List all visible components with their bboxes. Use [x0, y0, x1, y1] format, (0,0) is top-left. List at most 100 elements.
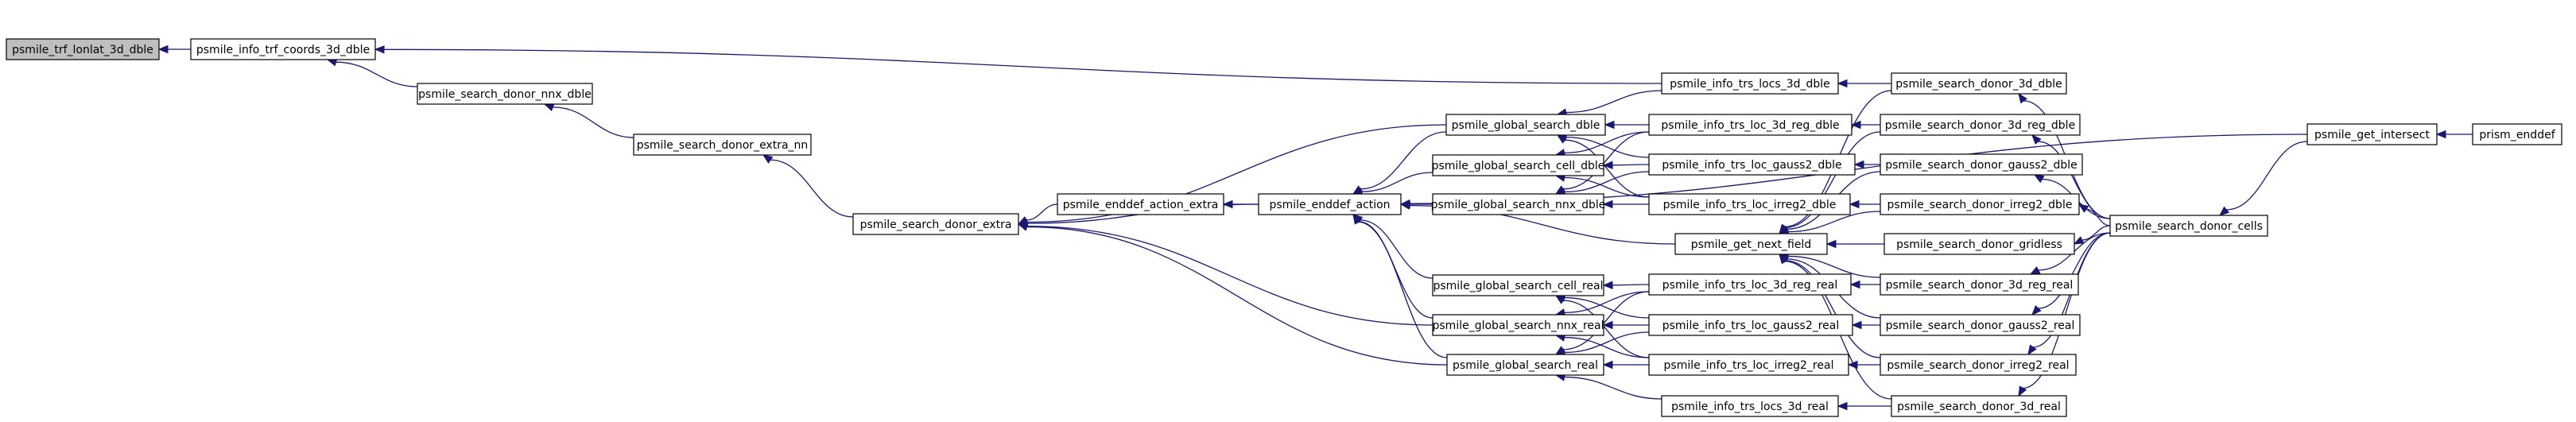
node-sd-extra-nn[interactable]: psmile_search_donor_extra_nn [633, 134, 812, 156]
edge-trs-loc-3d-reg-dble-to-gs-cell-dble [1564, 131, 1650, 154]
node-label: psmile_info_trs_loc_3d_reg_real [1662, 279, 1837, 292]
node-get-intersect[interactable]: psmile_get_intersect [2306, 123, 2438, 145]
node-label: psmile_search_donor_3d_dble [1895, 78, 2062, 91]
node-box [1674, 233, 1828, 255]
arrowhead [2033, 174, 2045, 184]
node-prism-enddef[interactable]: prism_enddef [2472, 123, 2562, 145]
node-gs-cell-dble[interactable]: psmile_global_search_cell_dble [1432, 154, 1605, 176]
node-trs-loc-gauss2-real[interactable]: psmile_info_trs_loc_gauss2_real [1648, 314, 1853, 336]
edge-sd-nnx-dble-to-info-trf-coords [336, 61, 418, 87]
node-box [1432, 314, 1604, 336]
node-box [2306, 123, 2438, 145]
node-box [1891, 395, 2067, 417]
edge-sd-3d-reg-real-to-get-next-field [1787, 255, 1881, 278]
node-box [1648, 153, 1856, 176]
node-gs-dble[interactable]: psmile_global_search_dble [1445, 114, 1606, 136]
node-label: psmile_search_donor_irreg2_real [1887, 359, 2069, 372]
node-label: psmile_search_donor_irreg2_dble [1887, 199, 2073, 211]
node-label: psmile_global_search_real [1453, 359, 1598, 372]
node-label: psmile_get_intersect [2314, 129, 2430, 141]
node-trs-loc-3d-reg-real[interactable]: psmile_info_trs_loc_3d_reg_real [1648, 273, 1852, 296]
node-box [1880, 354, 2077, 376]
node-gs-nnx-dble[interactable]: psmile_global_search_nnx_dble [1431, 193, 1606, 215]
node-label: psmile_info_trs_locs_3d_dble [1670, 78, 1830, 91]
node-sd-irreg2-dble[interactable]: psmile_search_donor_irreg2_dble [1880, 193, 2080, 215]
arrowhead [1779, 253, 1789, 265]
node-sd-gridless[interactable]: psmile_search_donor_gridless [1884, 233, 2075, 255]
arrowhead [543, 103, 555, 111]
node-sd-irreg2-real[interactable]: psmile_search_donor_irreg2_real [1880, 354, 2077, 376]
node-trs-loc-3d-reg-dble[interactable]: psmile_info_trs_loc_3d_reg_dble [1648, 114, 1852, 136]
arrowhead [2018, 92, 2028, 104]
node-get-next-field[interactable]: psmile_get_next_field [1674, 233, 1828, 255]
node-box [1648, 354, 1849, 376]
node-box [1432, 274, 1604, 296]
arrowhead [2077, 203, 2089, 213]
edge-sd-cells-to-sd-3d-reg-dble [2038, 141, 2111, 219]
node-label: psmile_enddef_action [1269, 199, 1390, 211]
node-label: psmile_global_search_nnx_real [1433, 319, 1604, 332]
node-box [1884, 233, 2075, 255]
node-gs-cell-real[interactable]: psmile_global_search_cell_real [1432, 274, 1604, 296]
node-box [417, 83, 593, 105]
node-enddef-action-extra[interactable]: psmile_enddef_action_extra [1057, 193, 1224, 215]
node-box [1445, 114, 1606, 136]
node-trs-loc-gauss2-dble[interactable]: psmile_info_trs_loc_gauss2_dble [1648, 153, 1856, 176]
node-label: psmile_info_trs_loc_gauss2_dble [1662, 159, 1841, 172]
arrowhead [2073, 236, 2085, 245]
node-sd-extra[interactable]: psmile_search_donor_extra [852, 213, 1019, 235]
node-gs-real[interactable]: psmile_global_search_real [1446, 354, 1604, 376]
node-trf-lonlat[interactable]: psmile_trf_lonlat_3d_dble [6, 38, 160, 60]
edge-trs-locs-3d-dble-to-gs-dble [1565, 90, 1662, 114]
node-label: psmile_global_search_cell_dble [1432, 160, 1605, 172]
edge-trs-loc-3d-reg-real-to-gs-nnx-real [1564, 291, 1650, 314]
arrowhead [1554, 295, 1566, 304]
node-sd-gauss2-dble[interactable]: psmile_search_donor_gauss2_dble [1880, 153, 2083, 176]
edge-sd-cells-to-sd-gauss2-real [2038, 232, 2111, 309]
node-label: psmile_search_donor_3d_real [1897, 401, 2061, 413]
edge-gs-nnx-real-to-sd-extra [1026, 225, 1433, 326]
node-label: psmile_enddef_action_extra [1063, 199, 1219, 211]
node-enddef-action[interactable]: psmile_enddef_action [1258, 193, 1402, 215]
edge-trs-loc-irreg2-real-to-gs-cell-real [1563, 300, 1650, 358]
edge-gs-nnx-real-to-enddef-action [1358, 221, 1433, 319]
edge-gs-dble-to-enddef-action [1360, 131, 1447, 190]
arrowhead [1851, 320, 1862, 330]
node-sd-cells[interactable]: psmile_search_donor_cells [2109, 215, 2268, 237]
nodes-layer: psmile_trf_lonlat_3d_dble psmile_info_trf… [6, 38, 2562, 417]
node-sd-3d-real[interactable]: psmile_search_donor_3d_real [1891, 395, 2067, 417]
node-box [1661, 72, 1839, 95]
node-sd-nnx-dble[interactable]: psmile_search_donor_nnx_dble [417, 83, 593, 105]
arrowhead [2435, 130, 2446, 139]
node-label: prism_enddef [2479, 129, 2555, 141]
node-label: psmile_global_search_cell_real [1433, 280, 1603, 292]
node-box [1258, 193, 1402, 215]
node-info-trf-coords[interactable]: psmile_info_trf_coords_3d_dble [190, 38, 376, 60]
arrowhead [2218, 206, 2230, 216]
node-box [1648, 114, 1852, 136]
node-box [1880, 153, 2083, 176]
node-trs-loc-irreg2-dble[interactable]: psmile_info_trs_loc_irreg2_dble [1648, 193, 1851, 215]
edge-get-intersect-to-sd-cells [2226, 141, 2308, 211]
node-trs-loc-irreg2-real[interactable]: psmile_info_trs_loc_irreg2_real [1648, 354, 1849, 376]
node-gs-nnx-real[interactable]: psmile_global_search_nnx_real [1432, 314, 1604, 336]
node-trs-locs-3d-real[interactable]: psmile_info_trs_locs_3d_real [1661, 395, 1839, 417]
arrowhead [1602, 320, 1613, 330]
arrowhead [1556, 134, 1568, 144]
node-sd-3d-reg-real[interactable]: psmile_search_donor_3d_reg_real [1880, 273, 2079, 296]
edge-gs-cell-real-to-enddef-action [1360, 219, 1433, 279]
node-sd-gauss2-real[interactable]: psmile_search_donor_gauss2_real [1880, 314, 2081, 336]
node-sd-3d-dble[interactable]: psmile_search_donor_3d_dble [1891, 72, 2067, 95]
edge-sd-cells-to-sd-3d-real [2023, 232, 2111, 389]
edge-trs-loc-gauss2-dble-to-gs-nnx-dble [1564, 171, 1650, 193]
edge-trs-loc-gauss2-real-to-gs-real [1564, 331, 1650, 354]
node-sd-3d-reg-dble[interactable]: psmile_search_donor_3d_reg_dble [1880, 114, 2081, 136]
edge-sd-irreg2-real-to-get-next-field [1785, 260, 1881, 358]
arrowhead [1837, 401, 1848, 411]
arrowhead [1602, 199, 1613, 209]
node-box [2109, 215, 2268, 237]
edge-sd-extra-to-sd-extra-nn [770, 159, 854, 218]
edge-gs-dble-to-sd-extra [1026, 124, 1447, 223]
node-trs-locs-3d-dble[interactable]: psmile_info_trs_locs_3d_dble [1661, 72, 1839, 95]
